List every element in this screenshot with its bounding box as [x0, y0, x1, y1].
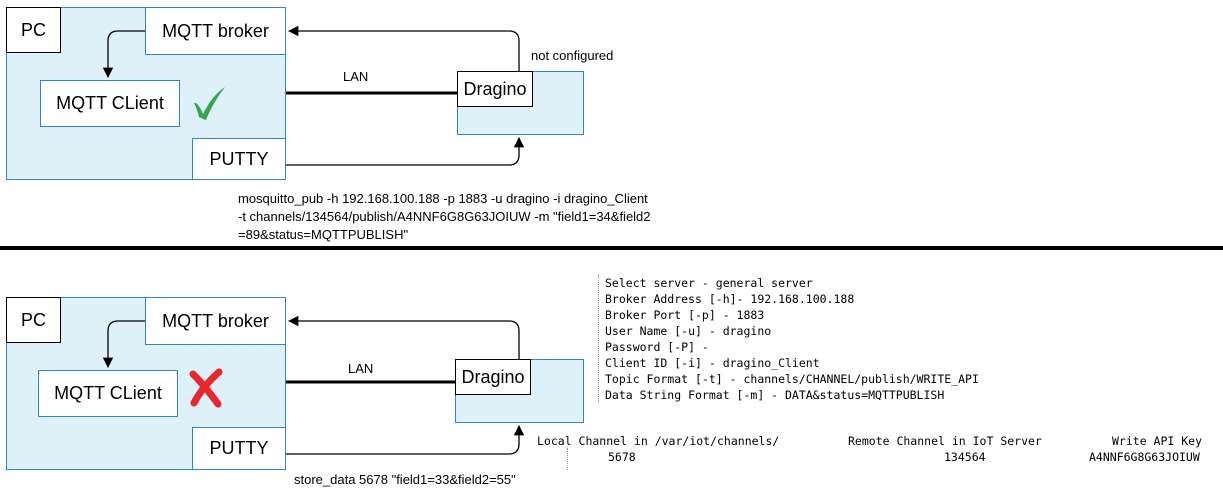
config-line: Topic Format [-t] - channels/CHANNEL/pub…	[605, 372, 979, 386]
bottom-mqtt-broker-box: MQTT broker	[145, 297, 286, 345]
top-command-text: mosquitto_pub -h 192.168.100.188 -p 1883…	[238, 190, 651, 244]
top-broker-to-client-arrow	[102, 30, 145, 79]
top-not-configured-label: not configured	[531, 48, 614, 63]
cross-icon	[189, 368, 223, 408]
bottom-dragino-label: Dragino	[455, 359, 531, 395]
table-divider	[567, 448, 568, 470]
table-cell-local-channel: 5678	[608, 450, 636, 464]
top-lan-label: LAN	[343, 69, 369, 84]
check-icon	[194, 87, 225, 120]
top-pc-label: PC	[6, 7, 61, 53]
table-header-write-api-key: Write API Key	[1112, 434, 1203, 448]
config-line: Select server - general server	[605, 276, 813, 290]
top-putty-box: PUTTY	[192, 138, 286, 180]
section-divider	[0, 246, 1223, 250]
bottom-pc-label: PC	[6, 297, 61, 343]
top-mqtt-client-box: MQTT CLient	[40, 80, 180, 127]
bottom-dragino-to-broker-arrow	[287, 315, 520, 359]
top-putty-to-dragino-arrow	[286, 136, 525, 166]
config-line: Broker Port [-p] - 1883	[605, 308, 765, 322]
bottom-putty-to-dragino-arrow	[286, 424, 525, 455]
top-dragino-to-broker-arrow	[287, 25, 520, 71]
config-line: Password [-P] -	[605, 340, 709, 354]
table-header-local-channel: Local Channel in /var/iot/channels/	[537, 434, 780, 448]
config-line: User Name [-u] - dragino	[605, 324, 772, 338]
command-line: mosquitto_pub -h 192.168.100.188 -p 1883…	[238, 191, 648, 206]
table-cell-write-api-key: A4NNF6G8G63JOIUW	[1089, 450, 1200, 464]
bottom-mqtt-client-box: MQTT CLient	[38, 370, 178, 417]
top-dragino-label: Dragino	[457, 71, 533, 107]
bottom-lan-label: LAN	[348, 361, 374, 376]
bottom-putty-box: PUTTY	[192, 427, 286, 470]
table-header-remote-channel: Remote Channel in IoT Server	[848, 434, 1042, 448]
config-listing: Select server - general server Broker Ad…	[598, 275, 979, 403]
config-line: Client ID [-i] - dragino_Client	[605, 356, 820, 370]
command-line: =89&status=MQTTPUBLISH"	[238, 227, 409, 242]
bottom-command-text: store_data 5678 "field1=33&field2=55"	[294, 472, 516, 487]
table-cell-remote-channel: 134564	[944, 450, 986, 464]
config-line: Data String Format [-m] - DATA&status=MQ…	[605, 388, 945, 402]
top-mqtt-broker-box: MQTT broker	[145, 7, 286, 55]
config-line: Broker Address [-h]- 192.168.100.188	[605, 292, 855, 306]
bottom-broker-to-client-arrow	[102, 320, 145, 369]
command-line: -t channels/134564/publish/A4NNF6G8G63JO…	[238, 209, 651, 224]
